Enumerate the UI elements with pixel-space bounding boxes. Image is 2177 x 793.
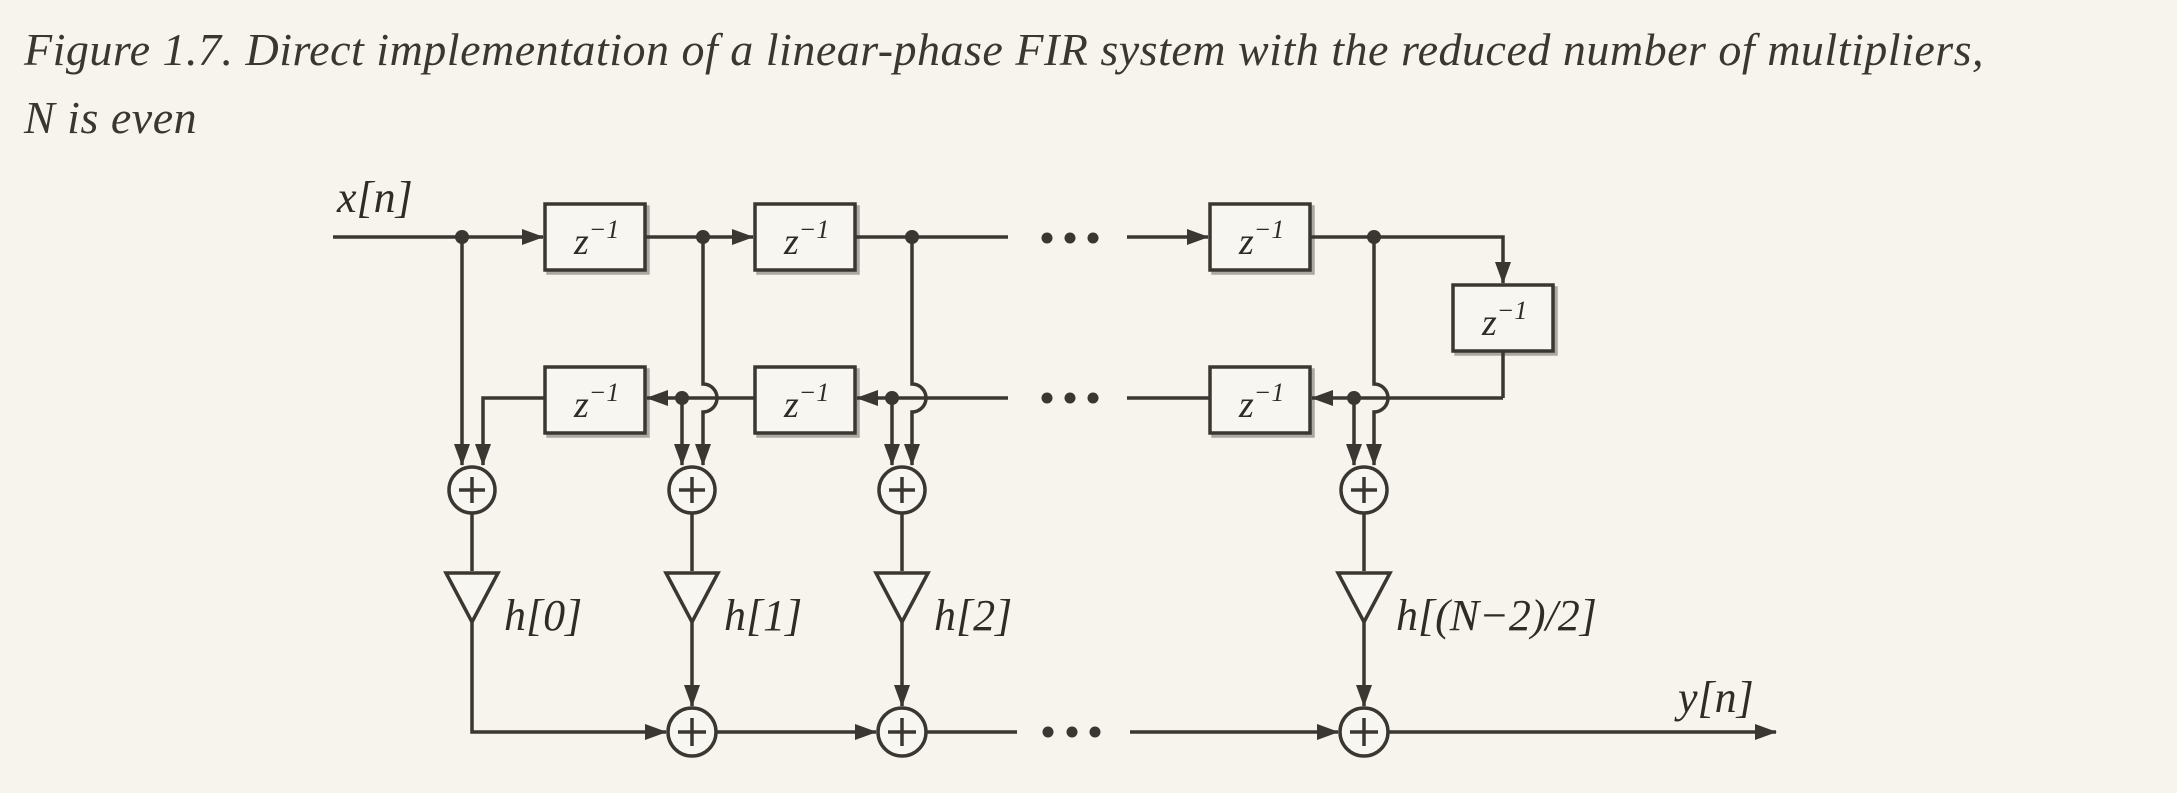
delay-base: z [573,221,589,263]
tap-wire-with-hop [1366,242,1390,466]
delay-exponent: −1 [589,378,620,407]
delay-box [1208,202,1312,272]
ellipsis-dots [1041,232,1099,244]
adder-node [447,465,497,515]
adder-node [1338,706,1390,758]
junction-dot [455,230,469,244]
ellipsis-dots [1041,392,1099,404]
caption-line-2: N is even [24,92,198,143]
delay-box [1208,365,1312,435]
delay-base: z [1481,302,1497,344]
coefficient-label: h[1] [724,591,802,640]
multiplier-triangle [873,571,931,626]
delay-exponent: −1 [799,378,830,407]
multiplier-triangle [1335,571,1393,626]
delay-box [543,202,647,272]
delay-label: z−1 [1238,215,1284,263]
coefficient-label: h[(N−2)/2] [1396,591,1597,640]
adder-node [877,465,927,515]
delay-base: z [573,384,589,426]
delay-box [543,365,647,435]
adder-node [667,465,717,515]
return-tap-wire [475,396,545,466]
delay-label: z−1 [1238,378,1284,426]
adder-node [876,706,928,758]
multiplier-triangle [663,571,721,626]
delay-base: z [783,221,799,263]
delay-box [753,202,857,272]
junction-dot [696,230,710,244]
delay-exponent: −1 [589,215,620,244]
tap-wire-with-hop [904,242,928,466]
delay-exponent: −1 [799,215,830,244]
input-signal-label: x[n] [336,173,413,222]
delay-box-middle [1451,283,1555,353]
coefficient-label: h[2] [934,591,1012,640]
delay-box [753,365,857,435]
delay-base: z [1238,384,1254,426]
junction-dot [1367,230,1381,244]
adder-node [1339,465,1389,515]
delay-exponent: −1 [1254,378,1285,407]
ellipsis-dots [1042,726,1101,738]
mult-output-wire [470,622,667,740]
delay-label: z−1 [783,378,829,426]
delay-label: z−1 [573,215,619,263]
junction-dot [905,230,919,244]
fold-wire [1310,235,1511,284]
delay-exponent: −1 [1497,296,1528,325]
tap-wire-with-hop [695,242,719,466]
delay-base: z [1238,221,1254,263]
caption-line-1: Figure 1.7. Direct implementation of a l… [24,24,1985,75]
delay-label: z−1 [783,215,829,263]
delay-label: z−1 [573,378,619,426]
delay-base: z [783,384,799,426]
output-signal-label: y[n] [1674,673,1754,722]
delay-exponent: −1 [1254,215,1285,244]
figure-caption: Figure 1.7. Direct implementation of a l… [24,16,2144,152]
adder-node [666,706,718,758]
delay-label: z−1 [1481,296,1527,344]
multiplier-triangle [443,571,501,626]
coefficient-label: h[0] [504,591,582,640]
